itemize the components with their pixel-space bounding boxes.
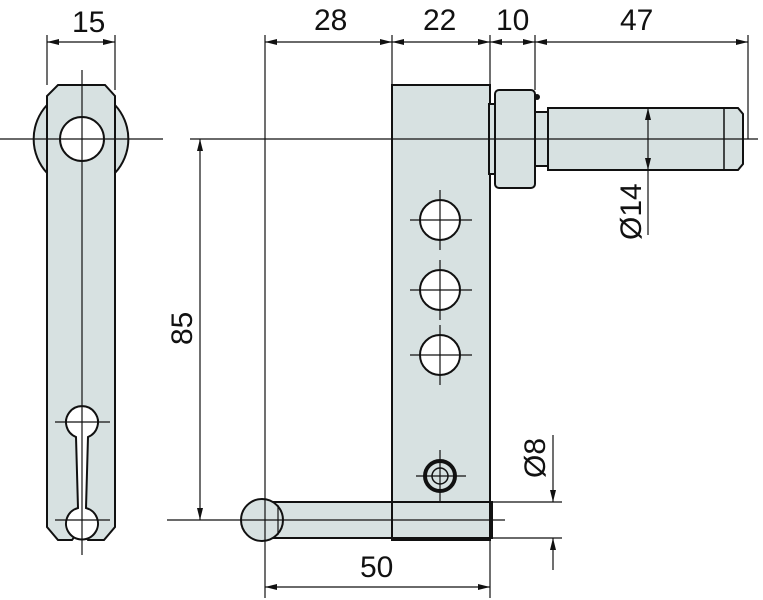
dim-47: 47 xyxy=(620,4,653,37)
dim-28: 28 xyxy=(314,4,347,37)
front-view xyxy=(0,84,758,542)
dim-diameter-14: Ø14 xyxy=(615,183,648,240)
dim-85: 85 xyxy=(166,312,199,345)
mounting-block xyxy=(391,84,491,541)
dim-diameter-8: Ø8 xyxy=(519,438,552,478)
dim-22: 22 xyxy=(423,4,456,37)
dim-50: 50 xyxy=(360,551,393,584)
dim-15: 15 xyxy=(72,6,105,39)
clamp-screw xyxy=(416,450,466,502)
mounting-holes xyxy=(410,190,472,385)
side-view xyxy=(32,70,130,555)
dim-10: 10 xyxy=(496,4,529,37)
dimensions: 15 28 22 10 47 Ø14 85 Ø8 50 xyxy=(46,4,749,598)
